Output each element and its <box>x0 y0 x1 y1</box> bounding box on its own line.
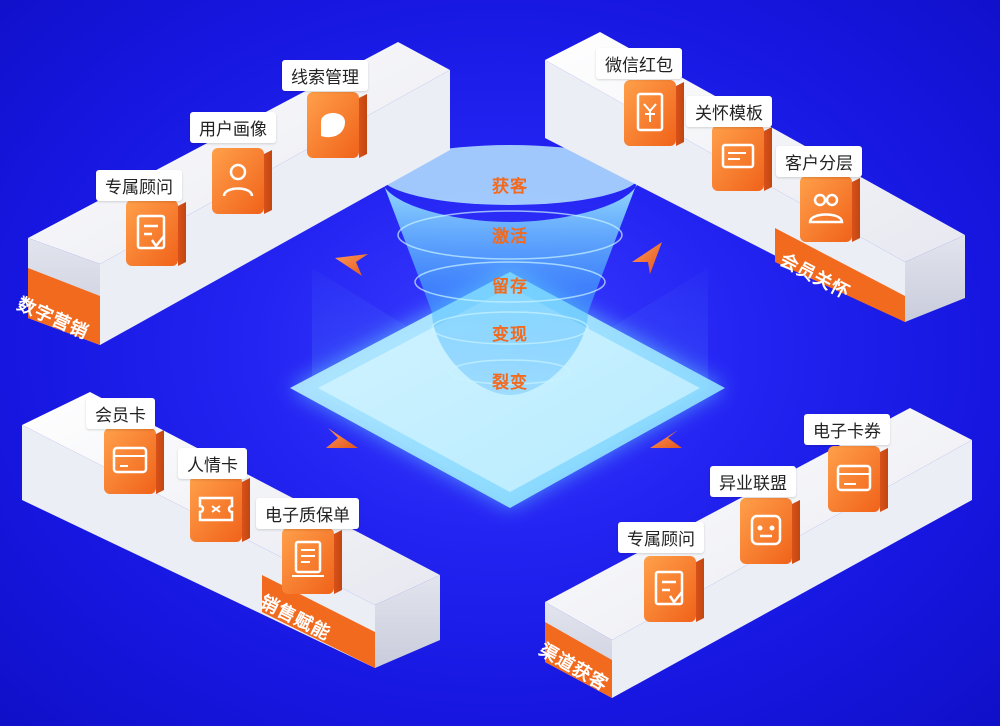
tag-user-profile: 用户画像 <box>190 112 276 143</box>
flow-arrows <box>326 242 682 448</box>
tag-coupon: 电子卡券 <box>804 414 890 445</box>
alliance-icon <box>740 498 800 564</box>
arrow-bottom-left <box>326 428 358 448</box>
funnel-cone <box>380 175 640 395</box>
arrow-top-right <box>632 242 662 274</box>
tag-member-card: 会员卡 <box>86 398 155 429</box>
tag-digital-consultant: 专属顾问 <box>96 170 182 201</box>
member-card-icon <box>104 428 164 494</box>
user-profile-icon <box>212 148 272 214</box>
red-packet-icon <box>624 80 684 146</box>
customer-tier-icon <box>800 176 860 242</box>
tiles <box>104 80 888 622</box>
funnel-group <box>290 145 725 508</box>
tag-warranty: 电子质保单 <box>256 498 359 529</box>
care-template-icon <box>712 125 772 191</box>
funnel-stage-activate: 激活 <box>492 227 528 247</box>
tag-alliance: 异业联盟 <box>710 466 796 497</box>
consultant-icon <box>126 200 186 266</box>
arrow-bottom-right <box>650 430 682 448</box>
funnel-stage-monetize: 变现 <box>492 325 528 345</box>
tag-customer-tier: 客户分层 <box>776 146 862 177</box>
tag-channel-consultant: 专属顾问 <box>618 522 704 553</box>
tag-red-packet: 微信红包 <box>596 48 682 79</box>
coupon-icon <box>828 446 888 512</box>
funnel-stage-acquire: 获客 <box>492 177 528 197</box>
consultant-icon-channel <box>644 556 704 622</box>
warranty-icon <box>282 528 342 594</box>
tag-care-template: 关怀模板 <box>686 96 772 127</box>
funnel-stage-retain: 留存 <box>492 277 528 297</box>
lead-management-icon <box>307 92 367 158</box>
tag-lead-management: 线索管理 <box>282 60 368 91</box>
funnel-stage-referral: 裂变 <box>492 373 528 393</box>
gift-card-icon <box>190 476 250 542</box>
tag-gift-card: 人情卡 <box>178 448 247 479</box>
arrow-top-left <box>335 254 368 276</box>
